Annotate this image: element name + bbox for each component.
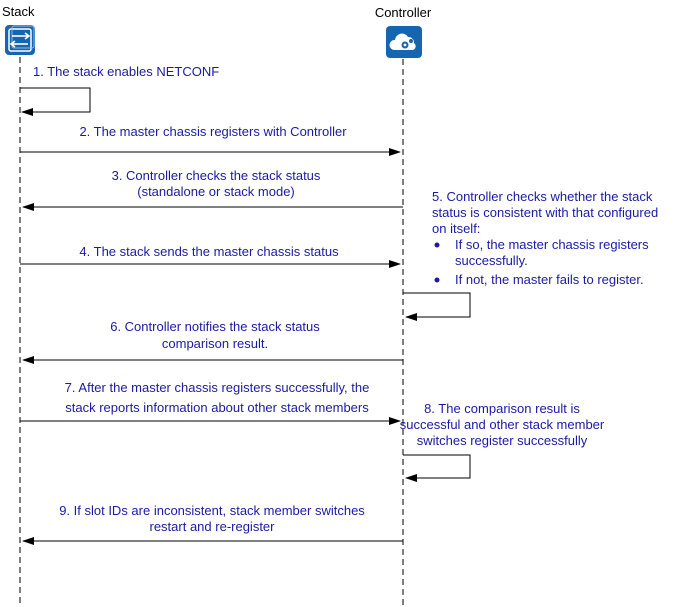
- message-1-label: 1. The stack enables NETCONF: [33, 64, 219, 79]
- message-9-label-line2: restart and re-register: [150, 519, 276, 534]
- controller-lifeline-title: Controller: [375, 5, 432, 20]
- note-5-line3: on itself:: [432, 221, 480, 236]
- message-6-label-line2: comparison result.: [162, 336, 268, 351]
- note-5-line1: 5. Controller checks whether the stack: [432, 189, 653, 204]
- self-arrow-8: [403, 454, 471, 482]
- message-4-label: 4. The stack sends the master chassis st…: [79, 244, 339, 259]
- note-5-line2: status is consistent with that configure…: [432, 205, 658, 220]
- cloud-gear-icon: [386, 26, 422, 58]
- note-8-line3: switches register successfully: [417, 433, 588, 448]
- stack-switch-icon: [5, 25, 35, 55]
- message-7-label-line1: 7. After the master chassis registers su…: [65, 380, 370, 395]
- note-8-line2: successful and other stack member: [400, 417, 605, 432]
- bullet-icon: [434, 277, 440, 283]
- message-7-label-line2: stack reports information about other st…: [65, 400, 369, 415]
- bullet-icon: [434, 242, 440, 248]
- message-3-label-line2: (standalone or stack mode): [137, 184, 295, 199]
- self-arrow-1: [20, 87, 91, 116]
- message-6-label-line1: 6. Controller notifies the stack status: [110, 319, 320, 334]
- stack-lifeline-title: Stack: [2, 4, 35, 19]
- message-3-label-line1: 3. Controller checks the stack status: [112, 168, 321, 183]
- message-2-label: 2. The master chassis registers with Con…: [79, 124, 347, 139]
- self-arrow-5: [403, 292, 471, 321]
- note-5-bullet-2-line1: If not, the master fails to register.: [455, 272, 644, 287]
- message-9-label-line1: 9. If slot IDs are inconsistent, stack m…: [59, 503, 365, 518]
- note-8-line1: 8. The comparison result is: [424, 401, 580, 416]
- note-5-bullet-1-line1: If so, the master chassis registers: [455, 237, 649, 252]
- note-5-bullet-1-line2: successfully.: [455, 253, 528, 268]
